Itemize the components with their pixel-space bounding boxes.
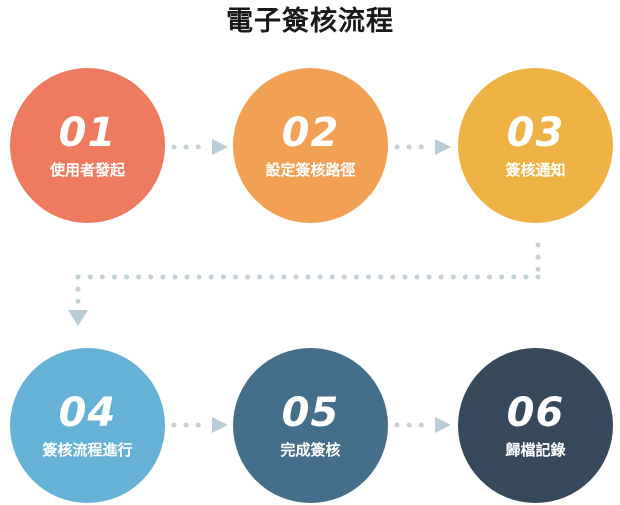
page-title: 電子簽核流程: [226, 6, 394, 37]
step-number-06: 06: [506, 389, 565, 436]
step-number-02: 02: [281, 109, 340, 156]
connector-03-to-04: [68, 242, 541, 326]
step-number-05: 05: [281, 389, 340, 436]
connector-02-to-03: [394, 139, 451, 155]
step-label-04: 簽核流程進行: [42, 440, 133, 459]
step-node-03[interactable]: 03 簽核通知: [458, 68, 613, 223]
step-node-05[interactable]: 05 完成簽核: [233, 348, 388, 503]
connector-04-to-05: [171, 417, 228, 433]
step-label-03: 簽核通知: [505, 160, 566, 179]
step-label-01: 使用者發起: [49, 160, 125, 179]
step-number-03: 03: [506, 109, 565, 156]
step-number-04: 04: [58, 389, 117, 436]
step-number-01: 01: [58, 109, 117, 156]
step-node-01[interactable]: 01 使用者發起: [10, 68, 165, 223]
step-node-02[interactable]: 02 設定簽核路徑: [233, 68, 388, 223]
step-label-06: 歸檔記錄: [505, 440, 566, 459]
step-label-05: 完成簽核: [280, 440, 341, 459]
step-node-06[interactable]: 06 歸檔記錄: [458, 348, 613, 503]
connector-01-to-02: [171, 139, 228, 155]
step-label-02: 設定簽核路徑: [265, 160, 356, 179]
connector-05-to-06: [394, 417, 451, 433]
step-node-04[interactable]: 04 簽核流程進行: [10, 348, 165, 503]
